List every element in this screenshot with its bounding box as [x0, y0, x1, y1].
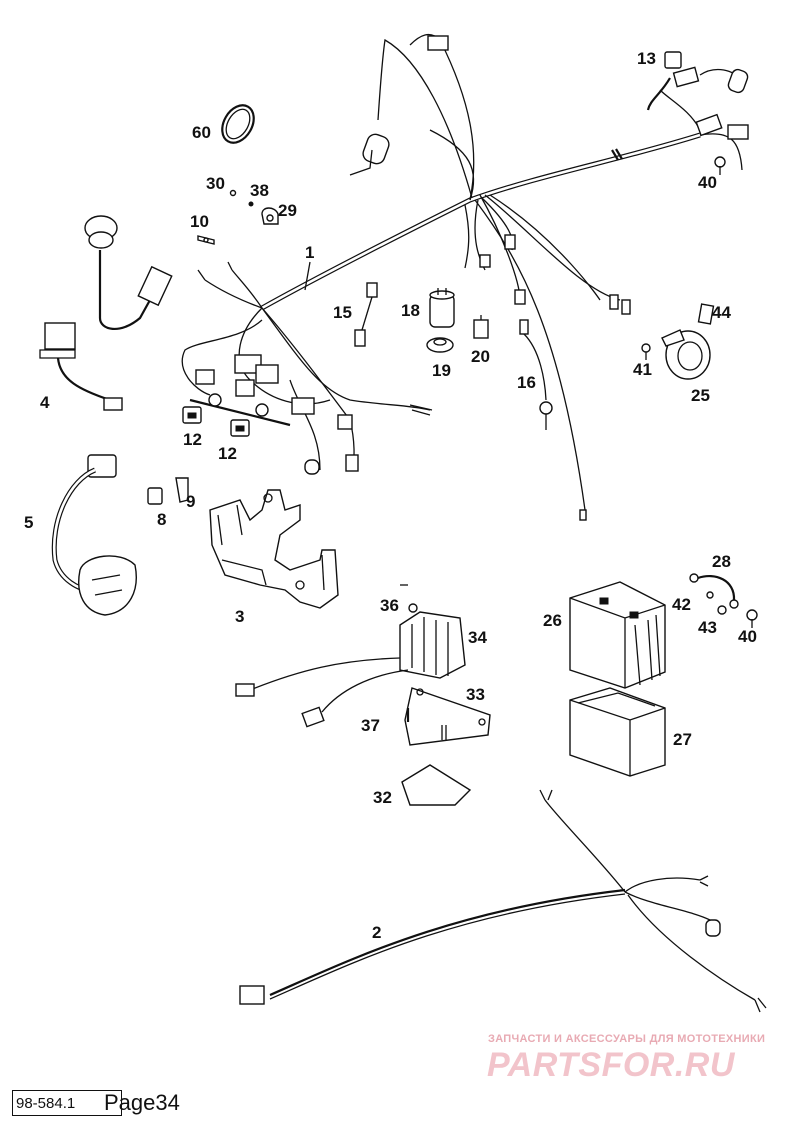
part-label-41: 41 [633, 360, 652, 379]
part-label-26: 26 [543, 611, 562, 630]
part-label-5: 5 [24, 513, 33, 532]
connector-13 [646, 51, 749, 111]
part-label-1: 1 [305, 243, 314, 262]
part-label-13: 13 [637, 49, 656, 68]
relay-12 [182, 406, 250, 437]
part-label-15: 15 [333, 303, 352, 322]
part-label-27: 27 [673, 730, 692, 749]
part-label-60: 60 [192, 123, 211, 142]
battery-26 [569, 581, 666, 689]
sensor-with-cable [84, 215, 173, 330]
part-label-29: 29 [278, 201, 297, 220]
bracket-33 [401, 687, 491, 806]
horn-25 [641, 303, 715, 380]
part-label-40a: 40 [698, 173, 717, 192]
bolt-40 [714, 156, 758, 628]
small-hardware [197, 189, 279, 245]
part-label-34: 34 [468, 628, 487, 647]
footer-code-box [12, 1090, 122, 1116]
part-label-32: 32 [373, 788, 392, 807]
cable-tie-60 [221, 104, 255, 144]
main-wiring-harness [181, 33, 749, 521]
watermark-caption: ЗАПЧАСТИ И АКСЕССУАРЫ ДЛЯ МОТОТЕХНИКИ [488, 1033, 766, 1045]
part-label-28: 28 [712, 552, 731, 571]
handlebar-switch-5 [51, 454, 137, 616]
battery-cable-28 [689, 573, 739, 615]
part-label-20: 20 [471, 347, 490, 366]
part-label-12a: 12 [183, 430, 202, 449]
part-label-38: 38 [250, 181, 269, 200]
regulator-34 [235, 603, 466, 728]
part-label-4: 4 [40, 393, 50, 412]
part-label-2: 2 [372, 923, 381, 942]
switch-4 [39, 322, 123, 411]
part-label-9: 9 [186, 492, 195, 511]
part-label-18: 18 [401, 301, 420, 320]
part-label-19: 19 [432, 361, 451, 380]
part-label-43: 43 [698, 618, 717, 637]
secondary-harness-2 [239, 789, 767, 1013]
part-label-10: 10 [190, 212, 209, 231]
part-label-8: 8 [157, 510, 166, 529]
watermark-logo: PARTSFOR.RU [487, 1046, 735, 1084]
relay-8-bracket-9 [147, 477, 189, 505]
part-label-40b: 40 [738, 627, 757, 646]
battery-box-27 [569, 687, 666, 777]
capacitor-18 [426, 288, 489, 353]
part-label-3: 3 [235, 607, 244, 626]
sensor-16 [519, 319, 553, 430]
part-label-30: 30 [206, 174, 225, 193]
part-label-36: 36 [380, 596, 399, 615]
part-label-33: 33 [466, 685, 485, 704]
part-label-12b: 12 [218, 444, 237, 463]
part-numbers: 1 2 3 4 5 8 9 10 12 12 13 15 16 18 19 20… [24, 49, 757, 942]
bracket-3 [209, 489, 339, 609]
part-label-37: 37 [361, 716, 380, 735]
connector-15 [354, 282, 378, 347]
part-label-25: 25 [691, 386, 710, 405]
part-label-16: 16 [517, 373, 536, 392]
part-label-42: 42 [672, 595, 691, 614]
leader-lines [304, 261, 408, 586]
part-label-44: 44 [712, 303, 731, 322]
footer-page-number: Page34 [104, 1090, 180, 1115]
footer-code: 98-584.1 [16, 1095, 76, 1112]
